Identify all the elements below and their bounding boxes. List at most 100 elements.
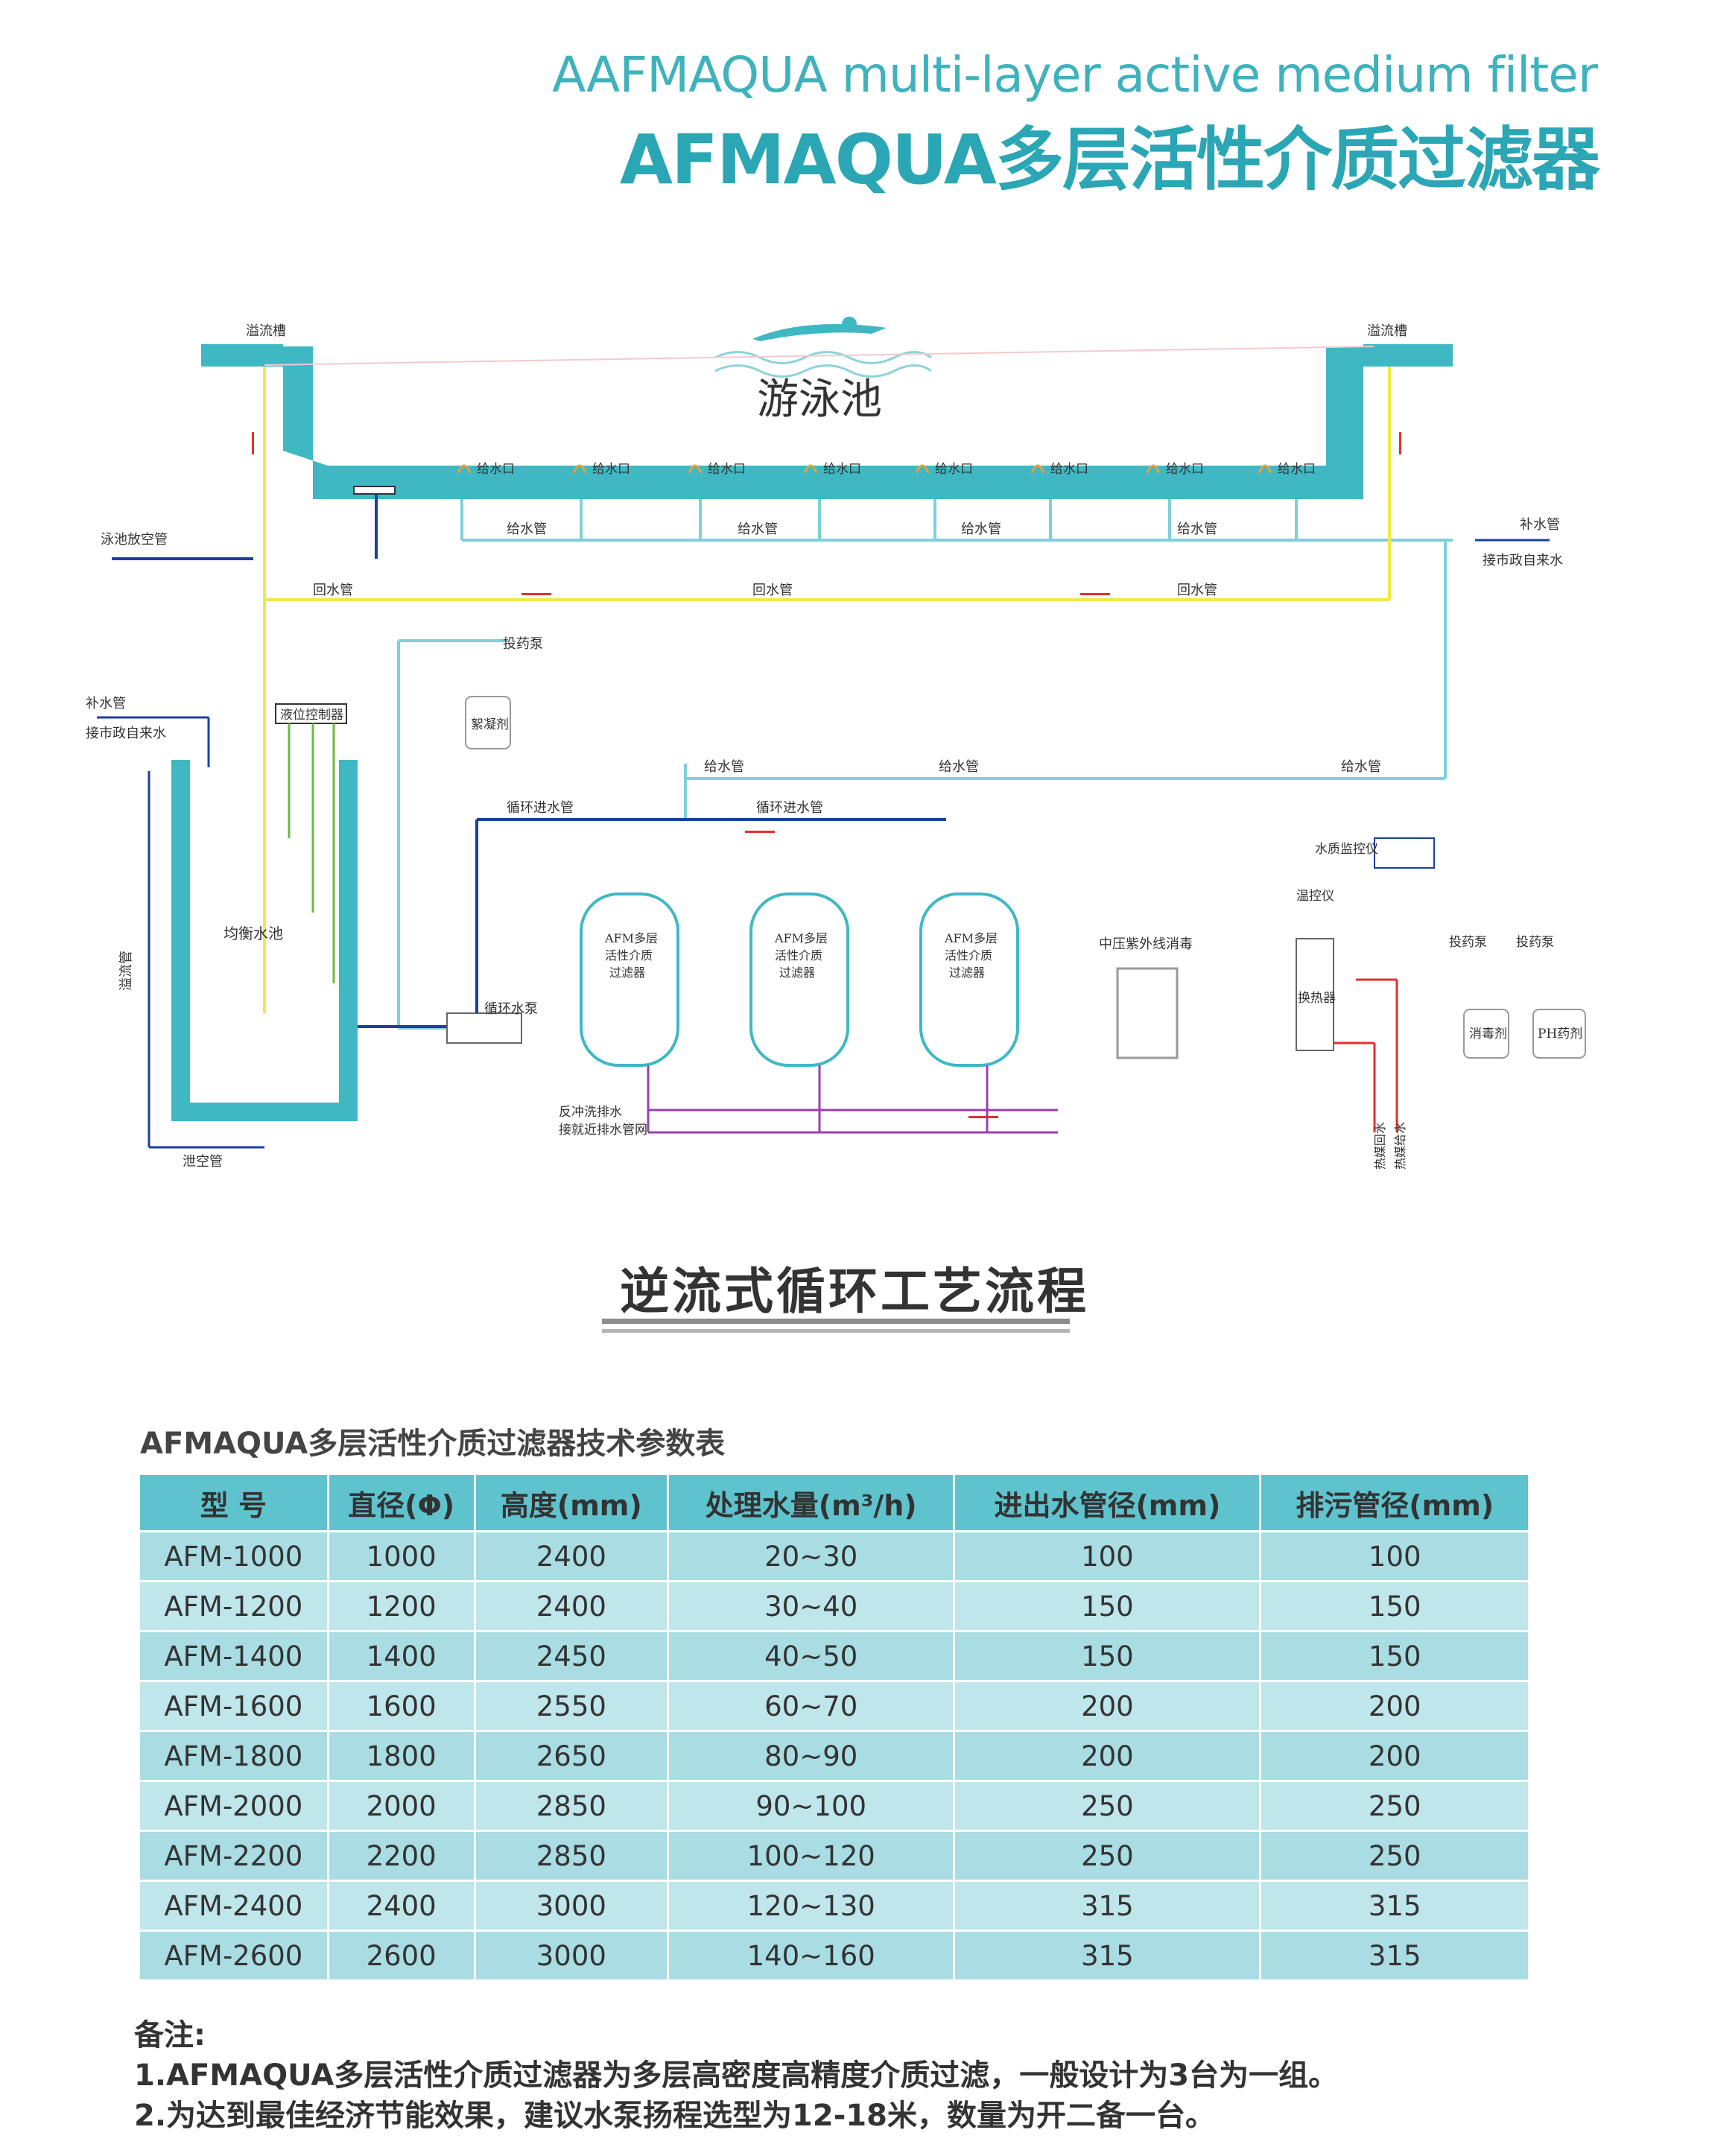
cell: 2400 (475, 1580, 670, 1632)
cell: 40~50 (668, 1630, 956, 1681)
cell: 60~70 (668, 1680, 956, 1731)
cell: 315 (954, 1880, 1262, 1931)
makeup-label-left: 补水管 (86, 696, 126, 711)
filter-2: AFM多层 活性介质 过滤器 (749, 892, 849, 1067)
cell: 2450 (475, 1630, 670, 1681)
heat-supply-label: 热媒给水 (1393, 1122, 1407, 1170)
header-flow: 处理水量(m³/h) (668, 1475, 956, 1532)
cell: 2850 (475, 1830, 670, 1881)
return-label: 回水管 (313, 583, 353, 598)
dosing-pump-label-2: 投药泵 (1449, 935, 1487, 950)
overflow-label-right: 溢流槽 (1367, 323, 1407, 339)
spec-table: 型 号 直径(Φ) 高度(mm) 处理水量(m³/h) 进出水管径(mm) 排污… (140, 1475, 1530, 1979)
svg-text:AFM多层: AFM多层 (604, 931, 658, 945)
cell: 150 (954, 1630, 1262, 1681)
cell: 2550 (475, 1680, 670, 1731)
inlet-label: 给水口 (1166, 462, 1204, 477)
cell: 200 (954, 1730, 1262, 1781)
backwash-pipes (647, 1065, 1058, 1134)
cell: AFM-1600 (140, 1680, 329, 1731)
note-line-1: 1.AFMAQUA多层活性介质过滤器为多层高密度高精度介质过滤，一般设计为3台为… (134, 2058, 1339, 2093)
cell: 315 (954, 1930, 1262, 1979)
heat-exchanger-label: 换热器 (1298, 991, 1336, 1006)
supply-label: 给水管 (939, 759, 979, 775)
supply-pipes (397, 499, 1453, 1030)
thermostat-label: 温控仪 (1296, 889, 1334, 904)
level-controller (275, 703, 347, 724)
cell: 2650 (475, 1730, 670, 1781)
cell: 150 (1260, 1630, 1530, 1681)
supply-label: 给水管 (704, 759, 744, 775)
supply-label: 给水管 (507, 521, 547, 537)
cell: AFM-1000 (140, 1530, 329, 1582)
swimmer-icon (714, 317, 932, 378)
city-water-label-right: 接市政自来水 (1483, 553, 1563, 568)
overflow-channel-left (201, 344, 283, 367)
backwash-label-2: 接就近排水管网 (559, 1123, 647, 1138)
cell: 150 (1260, 1580, 1530, 1632)
city-water-label-left: 接市政自来水 (86, 726, 166, 741)
header-diameter: 直径(Φ) (328, 1475, 476, 1532)
note-line-2: 2.为达到最佳经济节能效果，建议水泵扬程选型为12-18米，数量为开二备一台。 (134, 2099, 1215, 2133)
cell: 20~30 (668, 1530, 956, 1582)
table-header-row: 型 号 直径(Φ) 高度(mm) 处理水量(m³/h) 进出水管径(mm) 排污… (140, 1475, 1530, 1532)
process-section-title: 逆流式循环工艺流程 (620, 1263, 1089, 1320)
header-height: 高度(mm) (475, 1475, 670, 1532)
inlet-label: 给水口 (1050, 462, 1088, 477)
cell: 1800 (328, 1730, 476, 1781)
svg-text:活性介质: 活性介质 (775, 948, 822, 963)
cell: 200 (1260, 1680, 1530, 1731)
inlet-label: 给水口 (823, 462, 861, 477)
cell: AFM-2400 (140, 1880, 329, 1931)
backwash-label-1: 反冲洗排水 (559, 1105, 622, 1120)
balance-tank-label: 均衡水池 (223, 925, 283, 942)
cell: 1400 (328, 1630, 476, 1681)
header-pipe: 进出水管径(mm) (954, 1475, 1262, 1532)
cell: 2600 (328, 1930, 476, 1979)
cell: 1600 (328, 1680, 476, 1731)
inlet-label: 给水口 (708, 462, 746, 477)
supply-label: 给水管 (1177, 521, 1217, 537)
pool-drain-label: 泳池放空管 (101, 532, 168, 548)
disinfectant-label: 消毒剂 (1469, 1027, 1507, 1041)
dosing-pump-label-3: 投药泵 (1516, 935, 1554, 950)
cell: 150 (954, 1580, 1262, 1632)
dosing-pump-label: 投药泵 (503, 636, 543, 652)
cell: 100 (1260, 1530, 1530, 1582)
cell: 250 (954, 1780, 1262, 1831)
svg-text:活性介质: 活性介质 (605, 948, 653, 963)
inlet-icon (915, 464, 930, 474)
flow-arrows (252, 432, 1401, 1118)
cell: 1200 (328, 1580, 476, 1632)
uv-disinfection (1116, 967, 1179, 1059)
return-label: 回水管 (752, 583, 793, 598)
cell: AFM-1400 (140, 1630, 329, 1681)
water-line (264, 346, 1375, 366)
cell: 2200 (328, 1830, 476, 1881)
overflow-label-left: 溢流槽 (246, 323, 286, 339)
title-underline-2 (602, 1329, 1070, 1333)
filter-3: AFM多层 活性介质 过滤器 (919, 892, 1019, 1067)
inlet-label: 给水口 (935, 462, 973, 477)
inlet-icon (803, 464, 818, 474)
inlet-icon (1258, 464, 1272, 474)
svg-text:活性介质: 活性介质 (945, 948, 992, 963)
cell: 2850 (475, 1780, 670, 1831)
supply-label: 给水管 (738, 521, 778, 537)
inlet-label: 给水口 (1278, 462, 1316, 477)
cell: 3000 (475, 1880, 670, 1931)
ph-agent-tank (1532, 1009, 1586, 1059)
cell: 2400 (328, 1880, 476, 1931)
overflow-channel-right (1363, 344, 1453, 367)
svg-text:AFM多层: AFM多层 (774, 931, 828, 945)
cell: 315 (1260, 1930, 1530, 1979)
cell: 30~40 (668, 1580, 956, 1632)
cell: 315 (1260, 1880, 1530, 1931)
cell: 200 (954, 1680, 1262, 1731)
circulation-pump (446, 1012, 522, 1044)
heat-return-label: 热媒回水 (1373, 1122, 1387, 1170)
